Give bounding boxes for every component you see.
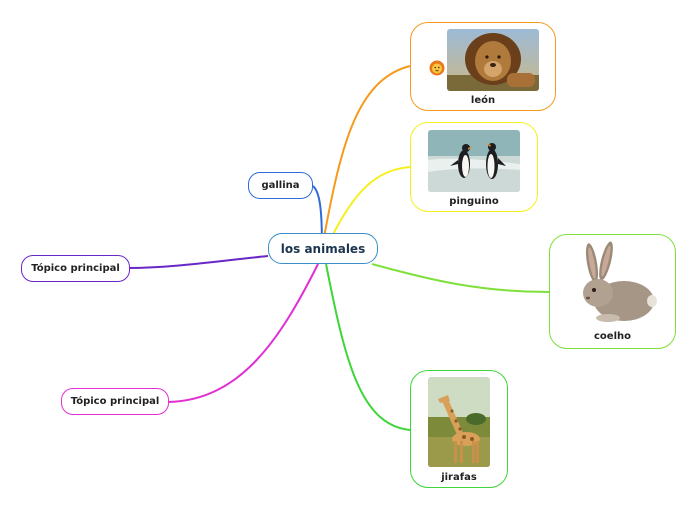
rabbit-image xyxy=(568,241,658,327)
topic-coelho[interactable]: coelho xyxy=(549,234,676,349)
topic-gallina[interactable]: gallina xyxy=(248,172,313,199)
topic-coelho-label: coelho xyxy=(594,331,631,342)
branch-principal-1 xyxy=(128,255,269,269)
topic-jirafas[interactable]: jirafas xyxy=(410,370,508,488)
topic-principal-1-label: Tópico principal xyxy=(31,263,120,274)
lion-image xyxy=(447,29,539,91)
topic-principal-1[interactable]: Tópico principal xyxy=(21,255,130,282)
lion-face-icon xyxy=(429,60,445,76)
topic-leon[interactable]: león xyxy=(410,22,556,111)
central-topic[interactable]: los animales xyxy=(268,233,378,264)
topic-pinguino-label: pinguino xyxy=(449,196,499,207)
branch-principal-2 xyxy=(168,263,319,403)
branch-jirafas xyxy=(325,263,411,431)
branch-leon xyxy=(321,65,411,249)
topic-principal-2-label: Tópico principal xyxy=(70,396,160,407)
topic-leon-label: león xyxy=(470,95,496,106)
branch-coelho xyxy=(371,263,550,293)
topic-jirafas-label: jirafas xyxy=(441,472,477,483)
giraffe-image xyxy=(428,377,490,467)
penguin-image xyxy=(428,130,520,192)
topic-gallina-label: gallina xyxy=(261,180,300,191)
branch-pinguino xyxy=(325,166,411,249)
topic-pinguino[interactable]: pinguino xyxy=(410,122,538,212)
central-topic-label: los animales xyxy=(280,241,366,256)
topic-principal-2[interactable]: Tópico principal xyxy=(61,388,169,415)
